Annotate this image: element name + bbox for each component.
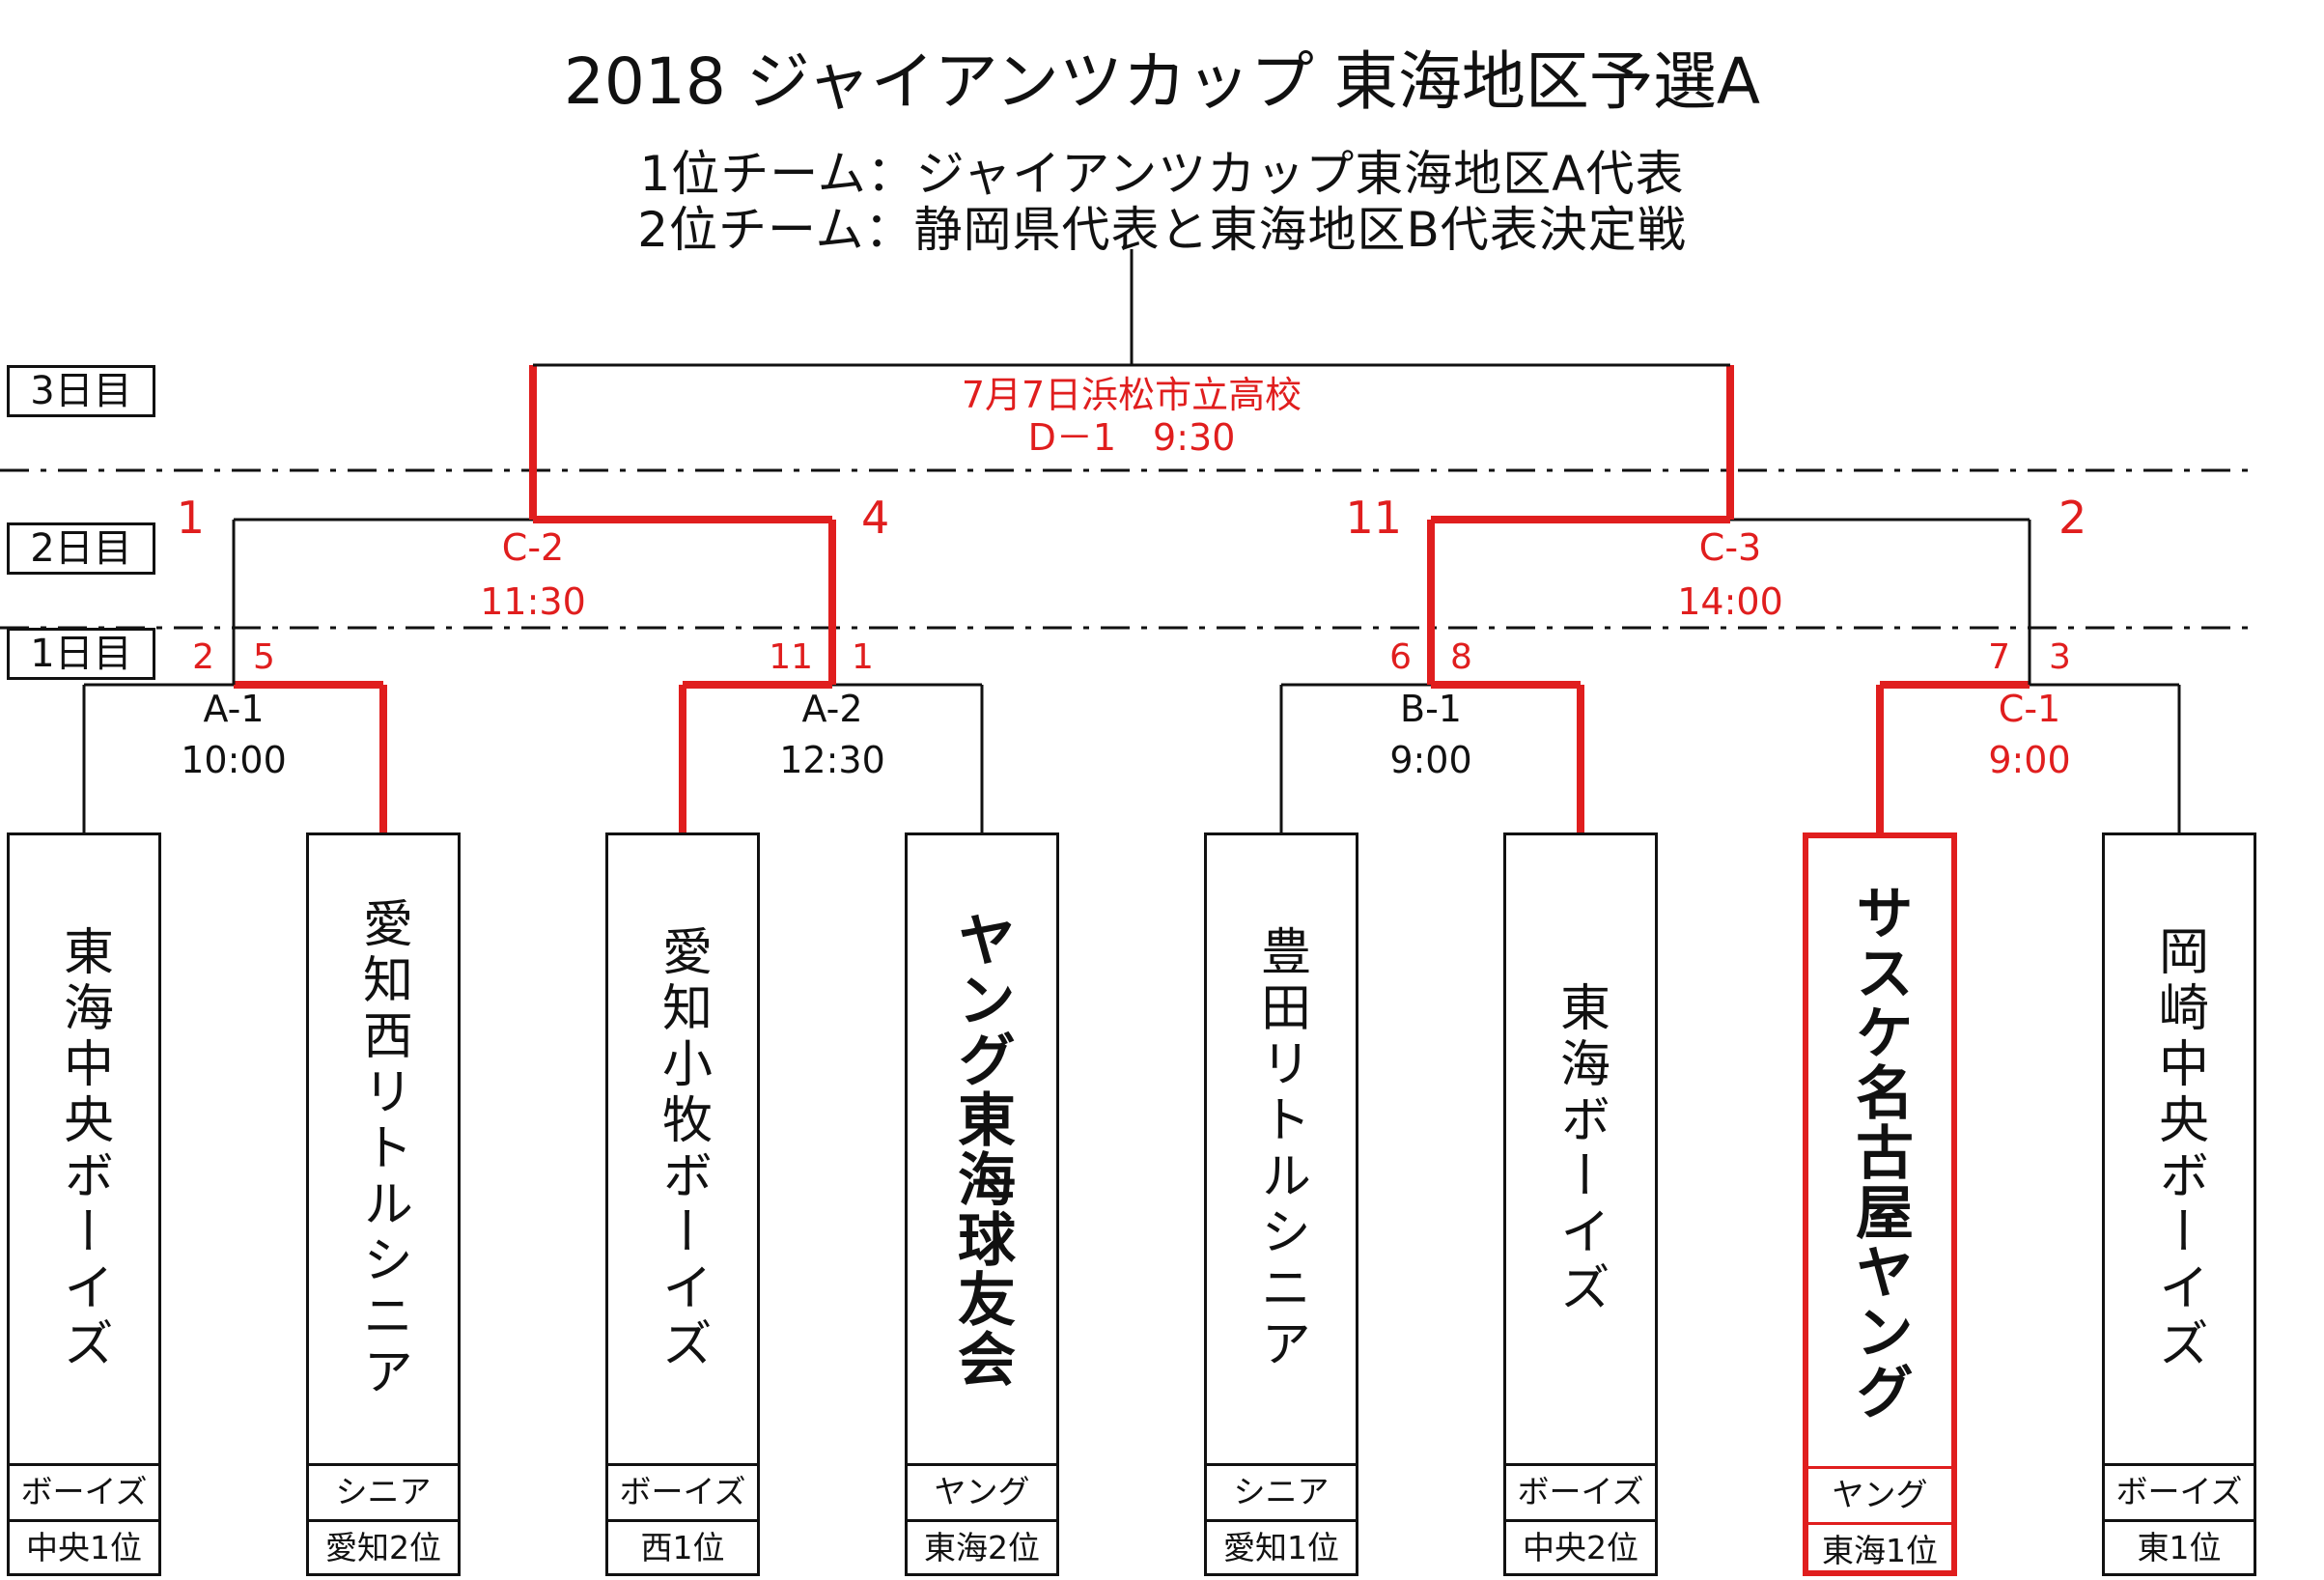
r1-match-time-1: 12:30 xyxy=(779,739,885,781)
team-box-2: 愛知西リトルシニアシニア愛知2位 xyxy=(306,832,461,1576)
team-rank: 中央1位 xyxy=(10,1519,158,1576)
r1-match-code-1: A-2 xyxy=(801,688,862,730)
team-category: ヤング xyxy=(908,1463,1056,1520)
team-box-1: 東海中央ボーイズボーイズ中央1位 xyxy=(7,832,161,1576)
team-name: ヤング東海球友会 xyxy=(947,910,1016,1389)
final-match-code: D－1 9:30 xyxy=(1028,416,1236,459)
r2-match-code-1: C-3 xyxy=(1699,526,1761,569)
team-category: ボーイズ xyxy=(10,1463,158,1520)
team-name: 東海中央ボーイズ xyxy=(54,925,113,1373)
r1-match-time-3: 9:00 xyxy=(1988,739,2070,781)
r1-score-left-2: 6 xyxy=(1389,637,1412,677)
team-rank: 愛知2位 xyxy=(309,1519,458,1576)
r1-score-right-3: 3 xyxy=(2049,637,2071,677)
team-category: ボーイズ xyxy=(2105,1463,2254,1520)
r1-score-right-1: 1 xyxy=(852,637,874,677)
team-category: シニア xyxy=(1207,1463,1356,1520)
team-name-area: 東海中央ボーイズ xyxy=(10,835,158,1463)
team-name-area: サスケ名古屋ヤング xyxy=(1808,838,1951,1466)
team-category: ボーイズ xyxy=(1506,1463,1655,1520)
team-name-area: 豊田リトルシニア xyxy=(1207,835,1356,1463)
day-label-3: 3日目 xyxy=(7,365,155,417)
r2-match-time-0: 11:30 xyxy=(480,580,586,623)
r2-match-time-1: 14:00 xyxy=(1677,580,1783,623)
r1-score-right-0: 5 xyxy=(253,637,275,677)
team-name: 愛知小牧ボーイズ xyxy=(653,925,712,1373)
team-rank: 西1位 xyxy=(608,1519,757,1576)
r1-score-left-0: 2 xyxy=(192,637,214,677)
team-rank: 東海1位 xyxy=(1808,1522,1951,1579)
team-rank: 東海2位 xyxy=(908,1519,1056,1576)
team-box-8: 岡崎中央ボーイズボーイズ東1位 xyxy=(2102,832,2256,1576)
r1-match-code-0: A-1 xyxy=(203,688,264,730)
team-name-area: ヤング東海球友会 xyxy=(908,835,1056,1463)
team-name: 豊田リトルシニア xyxy=(1251,925,1310,1373)
r2-score-left-1: 11 xyxy=(1345,492,1402,544)
team-box-4: ヤング東海球友会ヤング東海2位 xyxy=(905,832,1059,1576)
team-box-3: 愛知小牧ボーイズボーイズ西1位 xyxy=(605,832,760,1576)
final-venue: 7月7日浜松市立高校 xyxy=(962,374,1302,416)
team-name-area: 岡崎中央ボーイズ xyxy=(2105,835,2254,1463)
r2-score-right-0: 4 xyxy=(861,492,889,544)
page-title: 2018 ジャイアンツカップ 東海地区予選A xyxy=(563,44,1761,119)
r2-score-left-0: 1 xyxy=(177,492,205,544)
team-category: ヤング xyxy=(1808,1466,1951,1523)
r1-match-time-0: 10:00 xyxy=(181,739,287,781)
r2-match-code-0: C-2 xyxy=(502,526,564,569)
team-name: サスケ名古屋ヤング xyxy=(1845,883,1914,1422)
team-name: 岡崎中央ボーイズ xyxy=(2149,925,2208,1373)
r1-match-time-2: 9:00 xyxy=(1389,739,1471,781)
team-box-5: 豊田リトルシニアシニア愛知1位 xyxy=(1204,832,1358,1576)
day-label-2: 2日目 xyxy=(7,522,155,575)
team-rank: 愛知1位 xyxy=(1207,1519,1356,1576)
team-name-area: 愛知小牧ボーイズ xyxy=(608,835,757,1463)
note-second-place: 2位チーム：静岡県代表と東海地区B代表決定戦 xyxy=(637,202,1687,258)
team-name-area: 東海ボーイズ xyxy=(1506,835,1655,1463)
team-box-6: 東海ボーイズボーイズ中央2位 xyxy=(1503,832,1658,1576)
team-category: ボーイズ xyxy=(608,1463,757,1520)
r1-match-code-3: C-1 xyxy=(1999,688,2060,730)
r1-score-left-3: 7 xyxy=(1988,637,2010,677)
team-rank: 中央2位 xyxy=(1506,1519,1655,1576)
note-first-place: 1位チーム：ジャイアンツカップ東海地区A代表 xyxy=(639,146,1685,202)
r2-score-right-1: 2 xyxy=(2058,492,2086,544)
r1-match-code-2: B-1 xyxy=(1400,688,1462,730)
team-category: シニア xyxy=(309,1463,458,1520)
team-name: 愛知西リトルシニア xyxy=(353,897,412,1401)
r1-score-right-2: 8 xyxy=(1450,637,1472,677)
r1-score-left-1: 11 xyxy=(769,637,813,677)
team-box-7: サスケ名古屋ヤングヤング東海1位 xyxy=(1803,832,1957,1576)
team-name-area: 愛知西リトルシニア xyxy=(309,835,458,1463)
team-rank: 東1位 xyxy=(2105,1519,2254,1576)
team-name: 東海ボーイズ xyxy=(1551,981,1610,1317)
